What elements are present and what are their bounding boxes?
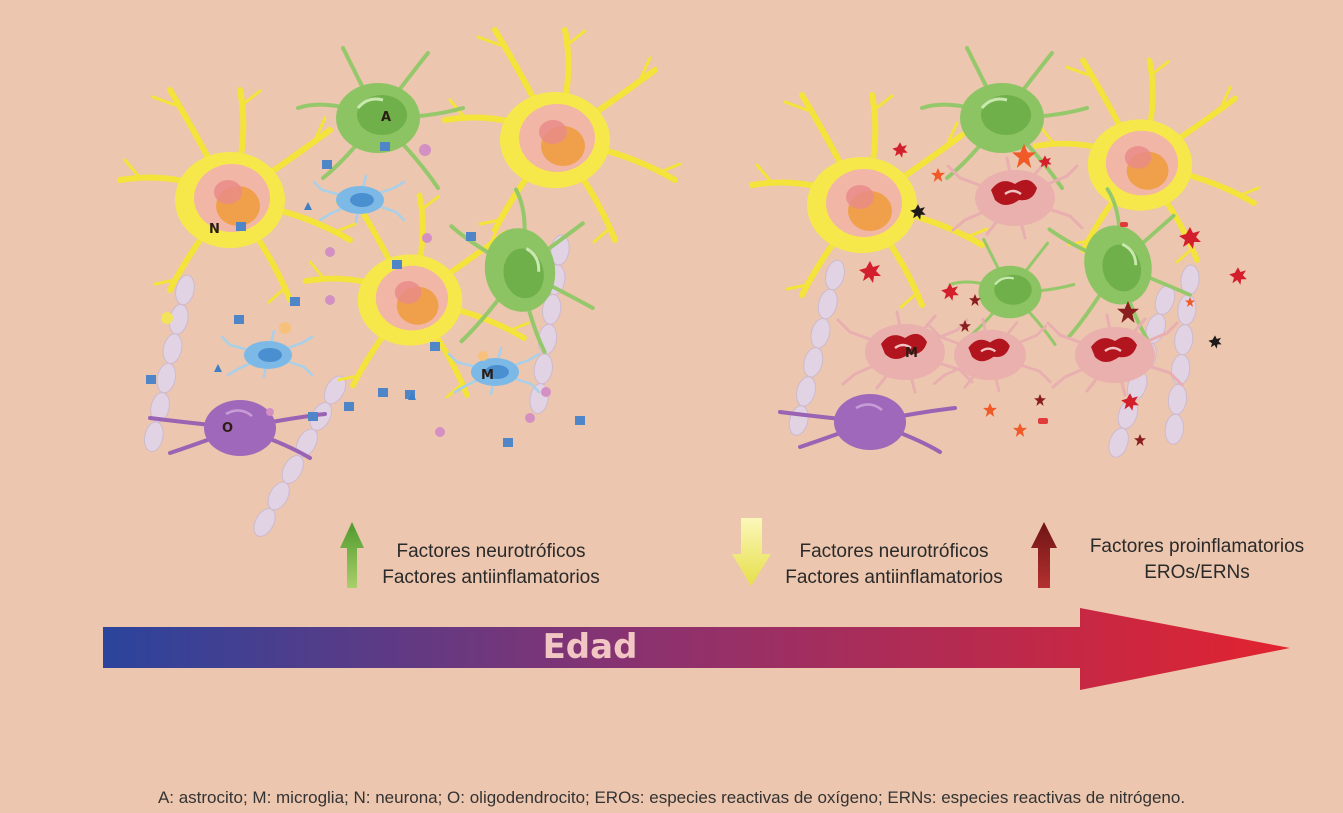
trophic-factor-particles — [146, 142, 585, 447]
label-neurotrophic: Factores neurotróficos — [799, 541, 989, 562]
oligodendrocyte-letter: O — [222, 421, 233, 436]
left-increase-labels: Factores neurotróficos Factores antiinfl… — [374, 539, 608, 591]
label-antiinflammatory: Factores antiinflamatorios — [785, 567, 1003, 588]
neuron-cell — [445, 30, 680, 242]
age-timeline-arrow — [103, 608, 1290, 690]
label-neurotrophic: Factores neurotróficos — [396, 541, 586, 562]
label-ros-rns: EROs/ERNs — [1144, 562, 1250, 583]
up-arrow-icon — [340, 522, 364, 588]
microglia-letter: M — [481, 368, 494, 383]
astrocyte-letter: A — [381, 110, 391, 125]
label-proinflammatory: Factores proinflamatorios — [1089, 536, 1305, 557]
myelinated-axon — [249, 372, 351, 541]
figure-caption: A: astrocito; M: microglia; N: neurona; … — [157, 788, 1186, 807]
myelinated-axon — [141, 272, 198, 454]
microglia-cell — [220, 329, 314, 379]
aged-brain-panel: M — [752, 46, 1259, 461]
right-increase-labels: Factores proinflamatorios EROs/ERNs — [1062, 534, 1332, 586]
microglia-cell-activated — [946, 156, 1084, 240]
down-arrow-icon — [732, 518, 771, 586]
astrocyte-cell — [920, 46, 1089, 190]
right-decrease-labels: Factores neurotróficos Factores antiinfl… — [760, 539, 1028, 591]
neuron-cell — [120, 90, 355, 302]
label-antiinflammatory: Factores antiinflamatorios — [382, 567, 600, 588]
age-label: Edad — [542, 627, 638, 667]
neuron-letter: N — [209, 222, 220, 237]
microglia-cell — [447, 346, 541, 396]
microglia-cell — [312, 174, 406, 224]
microglia-letter: M — [905, 346, 918, 361]
microglia-cell-activated — [928, 317, 1052, 393]
reactive-species-particles — [859, 142, 1247, 446]
up-arrow-icon — [1031, 522, 1057, 588]
young-brain-panel: A N M O — [120, 30, 680, 541]
neuron-cell — [1036, 60, 1259, 261]
